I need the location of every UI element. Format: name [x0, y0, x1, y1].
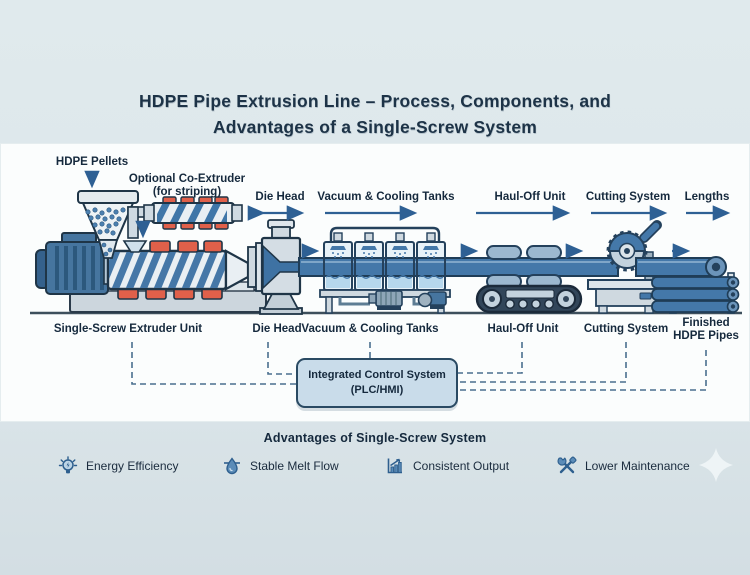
tools-icon: [557, 456, 577, 474]
label-finished-pipes: Finished HDPE Pipes: [673, 317, 739, 343]
integrated-control-system-box: Integrated Control System (PLC/HMI): [296, 358, 458, 408]
advantage-energy-efficiency: Energy Efficiency: [58, 454, 179, 478]
label-co-extruder-line1: Optional Co-Extruder: [128, 173, 246, 185]
label-hdpe-pellets: HDPE Pellets: [55, 156, 129, 168]
label-cutting-bottom: Cutting System: [583, 323, 669, 335]
label-die-head-bottom: Die Head: [252, 323, 302, 335]
label-haul-off-bottom: Haul-Off Unit: [487, 323, 559, 335]
label-co-extruder: Optional Co-Extruder (for striping): [129, 173, 245, 199]
control-box-line2: (PLC/HMI): [350, 384, 404, 396]
advantage-lower-maintenance: Lower Maintenance: [557, 454, 690, 478]
advantage-consistent-output: Consistent Output: [385, 454, 509, 478]
label-finished-line2: HDPE Pipes: [673, 330, 739, 343]
label-finished-line1: Finished: [682, 317, 730, 329]
label-co-extruder-line2: (for striping): [152, 186, 222, 199]
page-title: HDPE Pipe Extrusion Line – Process, Comp…: [55, 88, 695, 141]
control-box-line1: Integrated Control System: [308, 369, 446, 382]
title-line-1: HDPE Pipe Extrusion Line – Process, Comp…: [138, 91, 612, 111]
label-lengths: Lengths: [684, 191, 730, 203]
label-vacuum-cooling-bottom: Vacuum & Cooling Tanks: [301, 323, 439, 335]
advantages-heading: Advantages of Single-Screw System: [263, 431, 487, 445]
advantage-label: Energy Efficiency: [86, 459, 179, 473]
label-extruder-unit: Single-Screw Extruder Unit: [53, 323, 203, 335]
droplet-icon: [224, 457, 240, 475]
advantage-label: Consistent Output: [413, 459, 510, 473]
bar-chart-icon: [387, 458, 402, 474]
advantage-stable-melt-flow: Stable Melt Flow: [222, 454, 339, 478]
title-line-2: Advantages of a Single-Screw System: [212, 117, 538, 138]
label-cutting-top: Cutting System: [585, 191, 671, 203]
label-haul-off-top: Haul-Off Unit: [494, 191, 566, 203]
advantage-label: Stable Melt Flow: [250, 459, 339, 473]
sparkle-decoration: [699, 448, 733, 482]
label-die-head-top: Die Head: [255, 191, 305, 203]
lightbulb-icon: [58, 456, 78, 474]
label-vacuum-cooling-top: Vacuum & Cooling Tanks: [317, 191, 455, 203]
advantage-label: Lower Maintenance: [585, 459, 690, 473]
